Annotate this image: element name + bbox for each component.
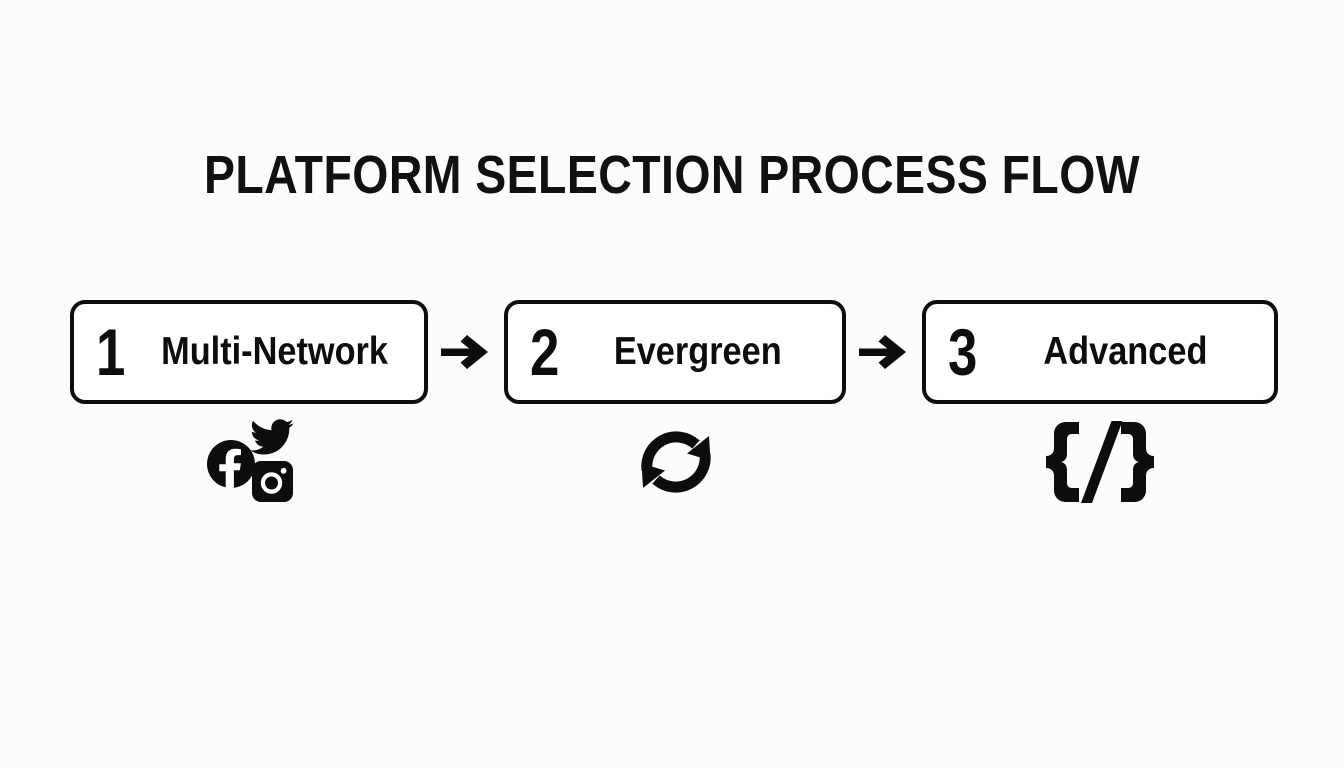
step-box-1[interactable]: 1 Multi-Network — [70, 300, 428, 404]
social-icons-cluster — [201, 418, 297, 506]
step-number-2: 2 — [530, 315, 560, 389]
step-1-icons — [70, 414, 428, 510]
step-number-1: 1 — [96, 315, 126, 389]
step-icon-row — [70, 414, 1278, 510]
step-box-3[interactable]: 3 Advanced — [922, 300, 1278, 404]
step-box-2[interactable]: 2 Evergreen — [504, 300, 846, 404]
arrow-right-icon-2 — [857, 328, 911, 376]
step-label-1: Multi-Network — [161, 330, 388, 373]
step-number-3: 3 — [948, 315, 978, 389]
step-label-3: Advanced — [1043, 330, 1208, 373]
facebook-icon — [207, 440, 255, 488]
arrow-right-icon-1 — [439, 328, 493, 376]
page-title: PLATFORM SELECTION PROCESS FLOW — [203, 145, 1141, 205]
twitter-icon — [250, 419, 294, 456]
instagram-icon — [252, 461, 293, 502]
process-flow-row: 1 Multi-Network 2 Evergreen 3 Advanced — [70, 298, 1278, 406]
step-2-icons — [505, 414, 847, 510]
step-label-2: Evergreen — [613, 330, 782, 373]
code-braces-icon — [1043, 418, 1157, 506]
refresh-sync-icon — [630, 420, 722, 504]
step-3-icons — [922, 414, 1278, 510]
